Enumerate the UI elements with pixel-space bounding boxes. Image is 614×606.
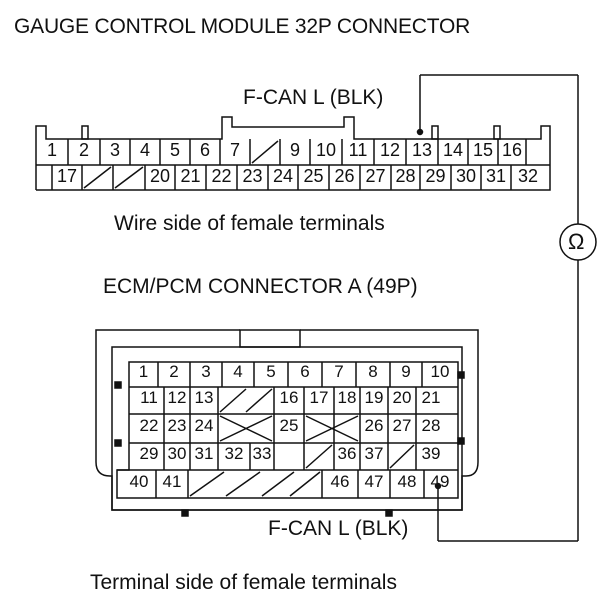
ecm-terminal-40: 40 (129, 472, 149, 491)
gauge-terminal-22: 22 (211, 166, 232, 186)
gauge-terminal-21: 21 (180, 166, 201, 186)
ecm-terminal-7: 7 (334, 362, 344, 381)
ecm-terminal-16: 16 (279, 388, 299, 407)
ecm-terminal-23: 23 (167, 416, 187, 435)
ohm-symbol: Ω (568, 229, 585, 254)
ecm-terminal-32: 32 (224, 444, 244, 463)
ecm-terminal-6: 6 (300, 362, 310, 381)
ecm-connector-title: ECM/PCM CONNECTOR A (49P) (103, 275, 418, 298)
ecm-terminal-49: 49 (430, 472, 450, 491)
ecm-terminal-33: 33 (252, 444, 272, 463)
ecm-terminal-30: 30 (167, 444, 187, 463)
ecm-terminal-41: 41 (162, 472, 182, 491)
ecm-terminal-22: 22 (139, 416, 159, 435)
ecm-terminal-12: 12 (167, 388, 187, 407)
ecm-terminal-3: 3 (201, 362, 211, 381)
gauge-terminal-28: 28 (395, 166, 416, 186)
ohmmeter-icon (559, 223, 597, 261)
ecm-terminal-39: 39 (421, 444, 441, 463)
gauge-terminal-6: 6 (199, 140, 210, 160)
ecm-terminal-31: 31 (194, 444, 214, 463)
ecm-terminal-36: 36 (337, 444, 357, 463)
ecm-terminal-2: 2 (169, 362, 179, 381)
gauge-terminal-25: 25 (303, 166, 324, 186)
ecm-terminal-8: 8 (368, 362, 378, 381)
gauge-terminal-24: 24 (272, 166, 294, 186)
gauge-terminal-2: 2 (78, 140, 89, 160)
ecm-view-label: Terminal side of female terminals (90, 571, 397, 594)
ecm-terminal-37: 37 (364, 444, 384, 463)
gauge-terminal-15: 15 (472, 140, 494, 160)
gauge-terminal-30: 30 (455, 166, 477, 186)
gauge-terminal-26: 26 (334, 166, 355, 186)
ecm-terminal-1: 1 (138, 362, 149, 381)
gauge-terminal-32: 32 (517, 166, 539, 186)
gauge-terminal-20: 20 (149, 166, 171, 186)
gauge-terminal-10: 10 (315, 140, 337, 160)
ecm-terminal-48: 48 (397, 472, 417, 491)
ecm-terminal-17: 17 (309, 388, 329, 407)
ecm-terminal-18: 18 (337, 388, 357, 407)
ecm-terminal-27: 27 (392, 416, 412, 435)
gauge-terminal-27: 27 (365, 166, 386, 186)
ecm-wire-label: F-CAN L (BLK) (268, 517, 409, 540)
ecm-terminal-25: 25 (279, 416, 299, 435)
ecm-terminal-10: 10 (430, 362, 450, 381)
gauge-terminal-9: 9 (289, 140, 300, 160)
gauge-view-label: Wire side of female terminals (114, 212, 385, 235)
ecm-terminal-21: 21 (421, 388, 441, 407)
gauge-terminal-11: 11 (348, 140, 368, 160)
gauge-wire-label: F-CAN L (BLK) (243, 86, 384, 109)
gauge-terminal-13: 13 (411, 140, 433, 160)
gauge-terminal-17: 17 (56, 166, 78, 186)
gauge-terminal-4: 4 (139, 140, 150, 160)
gauge-terminal-5: 5 (169, 140, 180, 160)
ecm-terminal-11: 11 (140, 388, 158, 407)
gauge-terminal-29: 29 (425, 166, 446, 186)
gauge-terminal-1: 1 (46, 140, 57, 160)
ecm-terminal-26: 26 (364, 416, 384, 435)
gauge-terminal-14: 14 (442, 140, 464, 160)
ecm-terminal-46: 46 (330, 472, 350, 491)
gauge-terminal-16: 16 (501, 140, 523, 160)
gauge-terminal-3: 3 (109, 140, 120, 160)
ecm-connector-body (95, 329, 479, 517)
ecm-terminal-19: 19 (364, 388, 384, 407)
ecm-terminal-4: 4 (233, 362, 243, 381)
gauge-connector-title: GAUGE CONTROL MODULE 32P CONNECTOR (14, 15, 471, 38)
ecm-terminal-9: 9 (401, 362, 411, 381)
ecm-terminal-20: 20 (392, 388, 412, 407)
gauge-terminal-7: 7 (229, 140, 240, 160)
ecm-terminal-24: 24 (194, 416, 214, 435)
gauge-terminal-12: 12 (379, 140, 401, 160)
gauge-terminal-23: 23 (242, 166, 263, 186)
ecm-terminal-13: 13 (194, 388, 214, 407)
gauge-connector-body (35, 116, 551, 191)
ecm-terminal-47: 47 (364, 472, 384, 491)
gauge-terminal-31: 31 (485, 166, 507, 186)
ecm-terminal-5: 5 (266, 362, 276, 381)
ecm-terminal-28: 28 (421, 416, 441, 435)
test-wiring (416, 74, 579, 542)
ecm-terminal-29: 29 (139, 444, 159, 463)
